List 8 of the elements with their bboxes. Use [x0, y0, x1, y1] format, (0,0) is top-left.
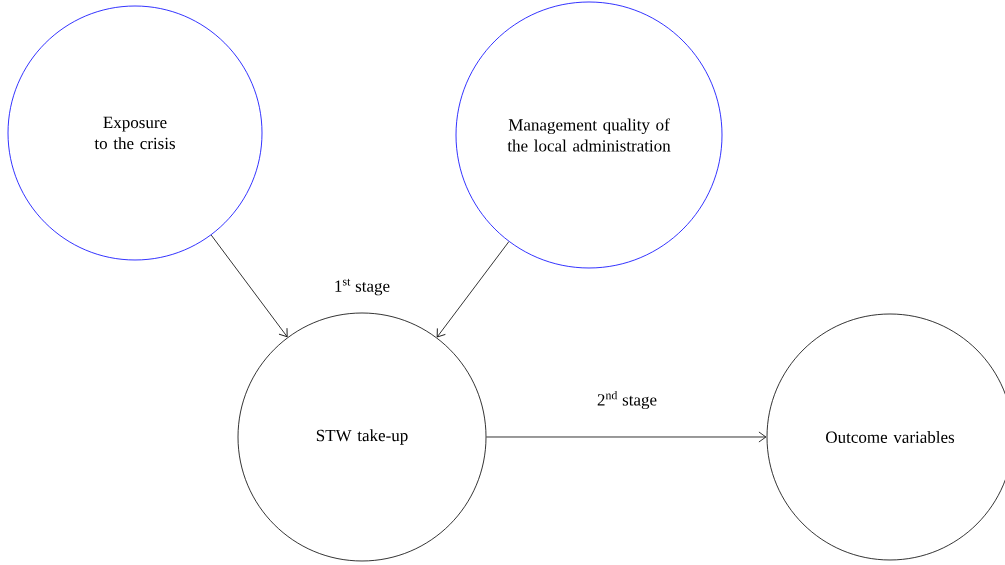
arrow	[486, 431, 767, 443]
edge-label: 2$^{nd}$ stage	[595, 389, 659, 411]
arrow	[436, 241, 510, 338]
circle-node: STW take-up	[237, 312, 487, 562]
stage-label: 1$^{st}$ stage	[335, 278, 390, 296]
circle-node: Management quality of the local administration	[455, 1, 723, 269]
circle-node: Exposure to the crisis	[7, 5, 263, 261]
arrow	[210, 234, 288, 338]
